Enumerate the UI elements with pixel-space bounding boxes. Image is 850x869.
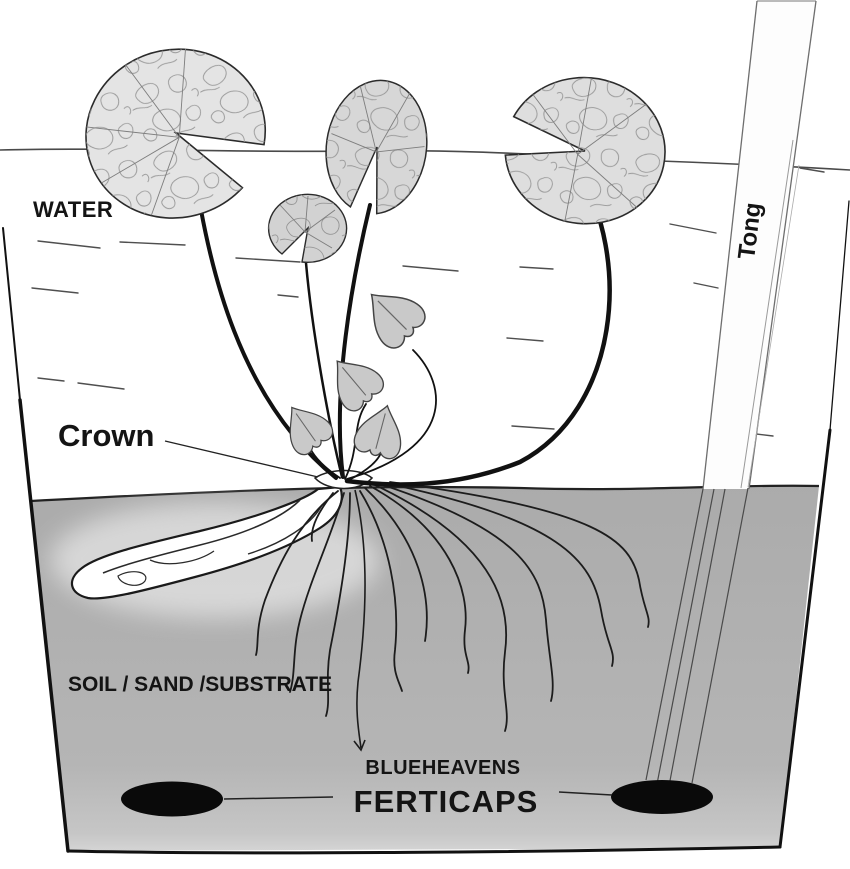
ferticap-left: [121, 781, 223, 817]
container-left-wall: [2, 227, 21, 401]
young-leaves: [289, 293, 426, 460]
lily-pad-left: [85, 48, 267, 219]
young-leaf: [370, 293, 426, 349]
lily-pads: [85, 48, 666, 264]
ferticaps: [121, 780, 713, 817]
brand-pointer-arrowhead: [353, 739, 366, 752]
tong-tool: [645, 0, 817, 787]
lily-pad-small: [267, 193, 348, 264]
ferticap-left-connector: [223, 796, 334, 800]
tong-body: [703, 1, 816, 489]
water-ripples: [31, 167, 825, 437]
container-bottom: [66, 845, 782, 855]
container-left-wall: [18, 398, 70, 853]
roots: [255, 481, 650, 752]
water-label: WATER: [33, 197, 113, 222]
lily-pad-middle: [325, 79, 428, 215]
ferticap-right-connector: [558, 791, 613, 796]
young-leaf: [289, 406, 334, 456]
crown-label: Crown: [58, 418, 154, 453]
rhizome: [71, 485, 343, 600]
crown-leader-line: [164, 440, 319, 478]
young-leaf: [336, 360, 385, 412]
brand-label: BLUEHEAVENS: [365, 757, 520, 779]
tong-prongs: [645, 487, 749, 787]
container-right-wall: [778, 428, 832, 849]
product-label: FERTICAPS: [354, 784, 539, 819]
young-leaf: [353, 404, 402, 460]
lily-pad-right: [504, 76, 666, 225]
container-right-wall: [829, 200, 850, 431]
container: [2, 200, 850, 855]
ferticap-right: [611, 780, 713, 814]
substrate-label: SOIL / SAND /SUBSTRATE: [68, 673, 332, 696]
